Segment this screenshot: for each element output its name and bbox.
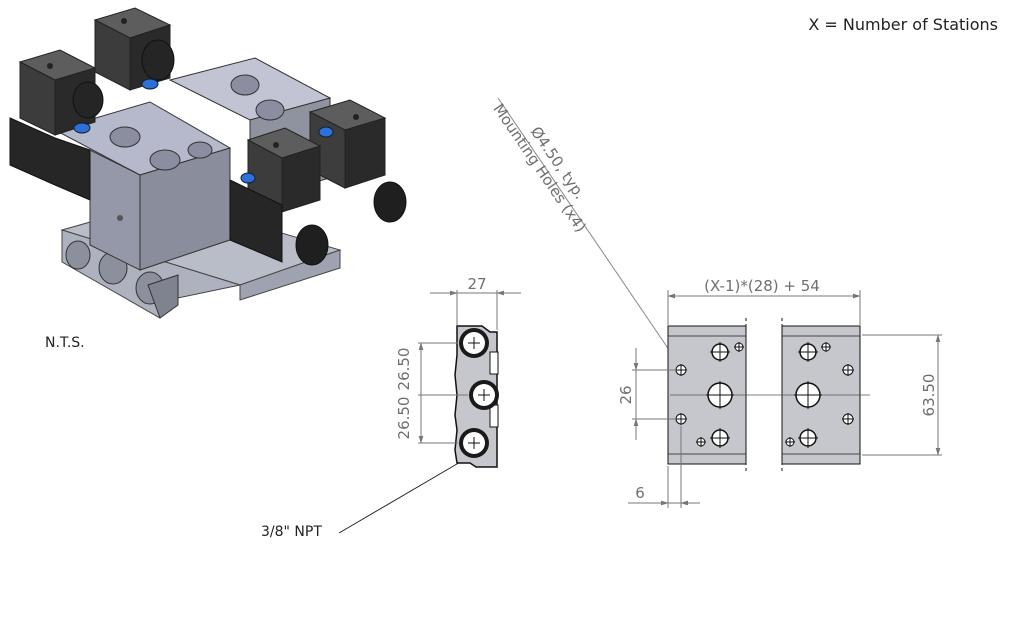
hole-spacing-dimension: 26	[617, 385, 635, 404]
side-pitch-lower-dimension: 26.50	[395, 397, 413, 440]
port-note: 3/8" NPT	[261, 524, 322, 540]
mounting-leader-line	[497, 97, 681, 367]
side-pitch-upper-dimension: 26.50	[395, 348, 413, 391]
top-height-dimension: 63.50	[920, 374, 938, 417]
top-view	[667, 318, 870, 472]
side-view-dimensions	[418, 290, 521, 444]
side-width-dimension: 27	[467, 275, 486, 293]
top-view-dimensions	[628, 290, 942, 508]
mounting-holes-count: Mounting Holes (x4)	[489, 100, 589, 235]
scale-note: N.T.S.	[45, 335, 85, 351]
top-length-dimension: (X-1)*(28) + 54	[704, 277, 820, 295]
stations-note: X = Number of Stations	[808, 15, 998, 34]
side-view	[454, 325, 499, 468]
edge-offset-dimension: 6	[635, 484, 645, 502]
port-leader-line	[338, 460, 463, 534]
valve-manifold-isometric-icon	[9, 7, 407, 319]
